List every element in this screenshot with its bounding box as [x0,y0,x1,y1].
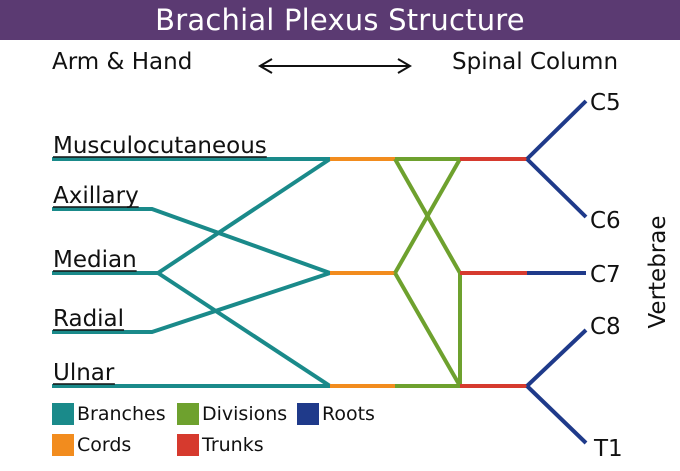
legend-label-trunks: Trunks [202,434,264,456]
root-labels: C5 C6 C7 C8 T1 [590,90,623,462]
division-lower-a [393,272,462,387]
legend-item-roots: Roots [297,403,375,425]
header-arm-hand: Arm & Hand [52,49,193,75]
root-label-c5: C5 [590,90,621,116]
legend-item-branches: Branches [52,403,166,425]
root-label-t1: T1 [593,436,623,462]
legend-label-roots: Roots [322,403,375,425]
vertebrae-label: Vertebrae [645,215,671,328]
root-c5 [525,99,588,161]
legend-label-branches: Branches [77,403,166,425]
root-c6 [525,157,588,219]
divisions-group [393,157,462,388]
root-label-c6: C6 [590,208,621,234]
nerve-label-radial: Radial [53,306,124,332]
branch-axillary [52,207,331,275]
branches-group [52,157,332,388]
nerve-label-ulnar: Ulnar [53,360,115,386]
legend-swatch-roots [297,403,319,425]
legend-item-trunks: Trunks [177,434,264,456]
legend-label-cords: Cords [77,434,132,456]
division-upper-cross-b [393,158,462,274]
legend-label-divisions: Divisions [202,403,288,425]
root-label-c8: C8 [590,314,621,340]
page-title: Brachial Plexus Structure [155,3,525,37]
legend: Branches Divisions Roots Cords Trunks [52,403,412,463]
legend-swatch-divisions [177,403,199,425]
cords-group [330,157,395,388]
root-c8 [525,328,588,388]
nerve-labels: Musculocutaneous Axillary Median Radial … [53,133,267,386]
double-headed-arrow-icon [258,58,412,74]
legend-swatch-cords [52,434,74,456]
branch-radial [52,271,331,334]
roots-group [525,99,588,445]
header-spinal-column: Spinal Column [452,49,619,75]
trunks-group [460,157,527,388]
legend-item-divisions: Divisions [177,403,287,425]
legend-swatch-branches [52,403,74,425]
legend-item-cords: Cords [52,434,131,456]
root-label-c7: C7 [590,262,621,288]
nerve-label-axillary: Axillary [53,183,139,209]
title-bar: Brachial Plexus Structure [0,0,680,40]
nerve-label-musculocutaneous: Musculocutaneous [53,133,267,159]
root-t1 [525,384,588,445]
nerve-label-median: Median [53,247,137,273]
branch-median-lower [156,271,332,388]
legend-swatch-trunks [177,434,199,456]
